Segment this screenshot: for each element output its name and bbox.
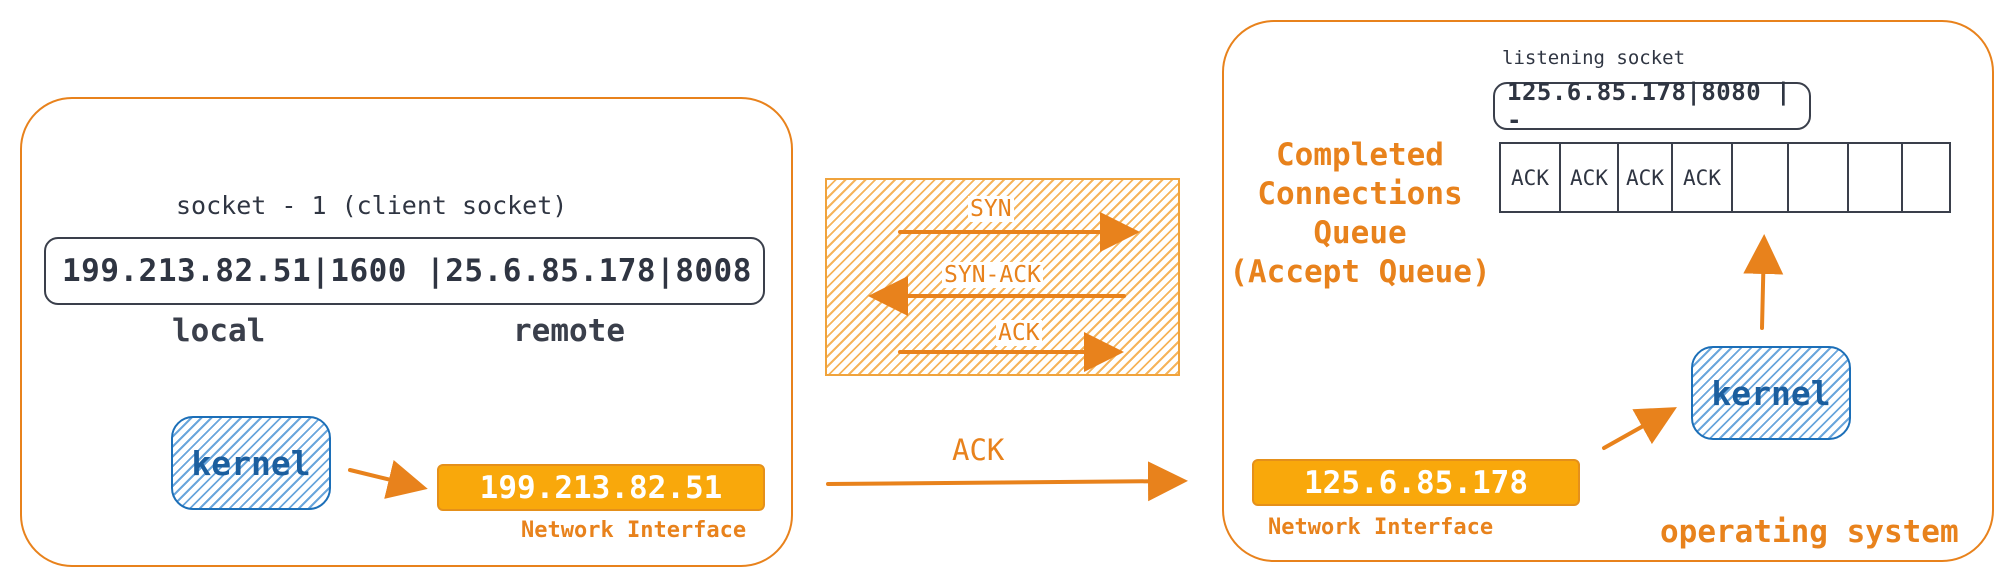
server-panel (1222, 20, 1994, 562)
kernel-to-nic-arrow (348, 460, 428, 499)
nic-to-kernel-arrow (1602, 407, 1677, 450)
queue-cell (1849, 144, 1903, 211)
os-label: operating system (1660, 514, 1959, 550)
queue-cell: ACK (1501, 144, 1561, 211)
client-socket-title: socket - 1 (client socket) (176, 191, 568, 220)
link-ack-arrow (826, 461, 1188, 502)
queue-cell (1733, 144, 1789, 211)
server-kernel-label: kernel (1711, 373, 1831, 413)
syn-ack-label: SYN-ACK (942, 262, 1043, 288)
client-socket-box: 199.213.82.51|1600 |25.6.85.178|8008 (44, 237, 765, 305)
kernel-to-queue-arrow (1743, 234, 1784, 330)
queue-cell: ACK (1561, 144, 1619, 211)
server-nic-box: 125.6.85.178 (1252, 459, 1580, 506)
client-kernel-box: kernel (171, 416, 331, 510)
syn-label: SYN (968, 196, 1014, 222)
queue-cell: ACK (1619, 144, 1673, 211)
listening-socket-box: 125.6.85.178|8080 | - (1493, 78, 1811, 134)
queue-title-line-1: Completed (1276, 137, 1444, 173)
client-panel (20, 97, 793, 567)
queue-title-line-3: Queue (1313, 215, 1407, 251)
link-ack-label: ACK (952, 433, 1005, 467)
queue-cell: ACK (1673, 144, 1733, 211)
local-label: local (172, 313, 266, 349)
queue-title-line-2: Connections (1257, 176, 1463, 212)
listening-socket-label: listening socket (1502, 47, 1686, 69)
client-nic-label: Network Interface (521, 518, 747, 543)
completed-queue-title: Completed Connections Queue (Accept Queu… (1220, 136, 1500, 292)
accept-queue: ACK ACK ACK ACK (1499, 142, 1951, 213)
remote-label: remote (513, 313, 625, 349)
ack-handshake-label: ACK (996, 320, 1042, 346)
client-nic-box: 199.213.82.51 (437, 464, 765, 511)
client-kernel-label: kernel (191, 443, 311, 483)
server-kernel-box: kernel (1691, 346, 1851, 440)
queue-title-line-4: (Accept Queue) (1229, 254, 1491, 290)
queue-cell (1789, 144, 1849, 211)
server-nic-label: Network Interface (1268, 515, 1494, 540)
